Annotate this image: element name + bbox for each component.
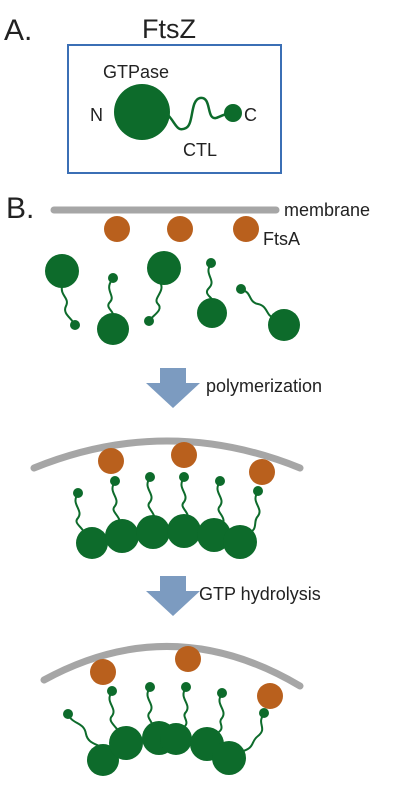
ctl-tips — [73, 472, 263, 498]
ftsz-monomer — [236, 284, 300, 341]
panel-b-letter: B. — [6, 192, 34, 225]
gtpase-domain — [114, 84, 170, 140]
c-terminus-label: C — [244, 105, 257, 125]
membrane-curved-bent — [40, 642, 304, 690]
ftsz-protofilament — [76, 514, 257, 559]
ctl-tips-bent — [63, 682, 269, 719]
ctl-label: CTL — [183, 140, 217, 160]
n-terminus-label: N — [90, 105, 103, 125]
polymerization-arrow — [146, 368, 200, 408]
ftsa-protein — [167, 216, 193, 242]
ftsz-domain-box — [67, 44, 282, 174]
ftsa-protein — [98, 448, 124, 474]
ctl-linker — [165, 96, 232, 131]
ftsz-monomer — [144, 251, 181, 326]
panel-a-letter: A. — [4, 14, 32, 47]
hydrolysis-arrow — [146, 576, 200, 616]
ftsz-schematic — [114, 84, 242, 140]
ftsa-protein — [257, 683, 283, 709]
ftsz-curved-protofilament — [87, 721, 246, 776]
ftsa-label: FtsA — [263, 229, 300, 249]
ftsa-protein — [175, 646, 201, 672]
panel-a-title: FtsZ — [142, 14, 196, 44]
ftsa-protein — [90, 659, 116, 685]
ftsa-protein — [104, 216, 130, 242]
membrane-curved — [30, 437, 304, 472]
ftsz-monomer — [97, 273, 129, 345]
polymerization-label: polymerization — [206, 376, 322, 396]
c-terminal-domain — [224, 104, 242, 122]
ftsa-protein — [233, 216, 259, 242]
gtpase-label: GTPase — [103, 62, 169, 82]
ftsa-protein — [249, 459, 275, 485]
ftsz-monomer — [45, 254, 80, 330]
ftsz-monomer — [197, 258, 227, 328]
ftsa-protein — [171, 442, 197, 468]
gtp-hydrolysis-label: GTP hydrolysis — [199, 584, 321, 604]
membrane-label: membrane — [284, 200, 370, 220]
